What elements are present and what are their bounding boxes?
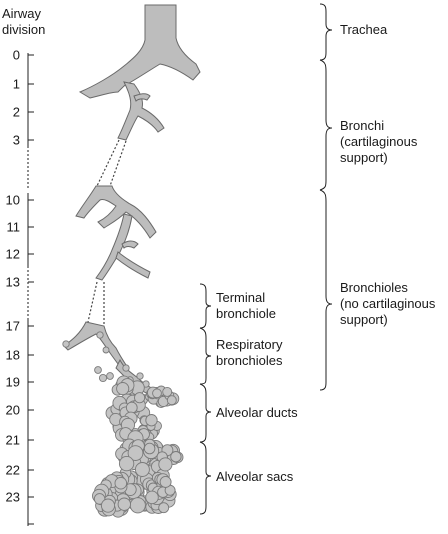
label-bronchioles-2: (no cartilaginous: [340, 296, 436, 311]
alveolar-sac-cluster: [159, 475, 172, 488]
alveolar-sac-cluster: [134, 462, 150, 477]
trachea-shape: [78, 4, 201, 99]
label-respiratory-1: Respiratory: [216, 337, 283, 352]
bronchioles-dash-left: [87, 281, 98, 323]
alveolar-duct-cluster: [166, 395, 177, 406]
axis-tick-label: 13: [6, 275, 20, 290]
alveolar-sac-cluster: [118, 455, 135, 472]
alveolar-sac-cluster: [158, 502, 170, 514]
axis-tick-label: 23: [6, 490, 20, 505]
segment-brackets: [199, 283, 212, 515]
alveolar-sac-cluster: [117, 497, 131, 511]
label-bronchi-2: (cartilaginous: [340, 134, 418, 149]
alveolus-resp-a: [94, 366, 102, 374]
alveolus-resp-f: [136, 372, 144, 380]
bronchi-dash-left: [96, 139, 120, 187]
zone-brackets: [319, 3, 333, 391]
label-respiratory-2: bronchioles: [216, 353, 283, 368]
axis-tick-label: 2: [13, 105, 20, 120]
axis-tick-label: 3: [13, 133, 20, 148]
axis-tick-label: 11: [7, 220, 21, 235]
label-sacs: Alveolar sacs: [216, 469, 294, 484]
axis-tick-label: 1: [13, 77, 20, 92]
alveolus-resp-d: [122, 364, 130, 372]
label-ducts: Alveolar ducts: [216, 405, 298, 420]
axis-tick-label: 18: [6, 348, 20, 363]
sacs-bracket: [199, 441, 212, 515]
bronchi-bracket: [319, 59, 333, 191]
label-bronchioles-1: Bronchioles: [340, 280, 408, 295]
alveolar-sac-cluster: [100, 498, 116, 513]
bronchioles-drawing: [75, 185, 157, 324]
terminal-bracket: [199, 283, 212, 329]
alveolar-sac-cluster: [158, 457, 173, 472]
axis-title-line2: division: [2, 22, 45, 37]
axis-tick-label: 0: [13, 48, 20, 63]
ducts-bracket: [199, 383, 212, 443]
alveolar-duct-cluster: [116, 382, 130, 396]
bronchi-dash-right: [109, 140, 127, 187]
bronchiole-lower-branch: [95, 213, 133, 281]
axis-tick-label: 10: [6, 193, 20, 208]
bronchiole-twig-b: [121, 240, 139, 249]
axis-tick-label: 20: [6, 403, 20, 418]
alveolar-clusters: [92, 375, 184, 518]
terminal-respiratory-drawing: [62, 321, 163, 399]
label-terminal-2: bronchiole: [216, 306, 276, 321]
alveolar-duct-cluster: [134, 392, 146, 404]
label-bronchioles-3: support): [340, 312, 388, 327]
label-trachea: Trachea: [340, 22, 388, 37]
alveolar-duct-cluster: [162, 386, 173, 397]
bronchioles-bracket: [319, 189, 333, 391]
alveolar-sac-cluster: [127, 445, 144, 461]
alveolar-sac-cluster: [114, 476, 128, 490]
bronchiole-upper-branch: [75, 185, 157, 239]
respiratory-bracket: [199, 327, 212, 385]
label-bronchi-3: support): [340, 150, 388, 165]
bronchus-twig-a: [133, 93, 151, 102]
bronchus-branch-left: [117, 81, 165, 141]
alveolar-duct-cluster: [145, 414, 158, 427]
alveolus-resp-c: [106, 372, 114, 380]
label-bronchi-1: Bronchi: [340, 118, 384, 133]
alveolar-duct-cluster: [152, 388, 162, 399]
bronchiole-twig: [115, 251, 151, 279]
alveolar-sac-cluster: [129, 497, 146, 514]
alveolus-terminal-a: [62, 340, 70, 348]
axis-title-line1: Airway: [2, 6, 42, 21]
alveolar-duct-cluster: [125, 401, 138, 414]
alveolar-sac-cluster: [143, 442, 156, 455]
label-terminal-1: Terminal: [216, 290, 265, 305]
alveolar-sac-cluster: [170, 451, 182, 463]
axis-tick-label: 12: [6, 247, 20, 262]
axis-tick-label: 17: [6, 319, 20, 334]
axis-tick-label: 22: [6, 463, 20, 478]
alveolus-resp-b: [98, 373, 108, 383]
alveolar-sac-cluster: [145, 490, 159, 505]
alveolus-terminal-b: [96, 331, 104, 339]
axis-tick-label: 19: [6, 375, 20, 390]
trachea-bracket: [319, 3, 333, 61]
axis-tick-label: 21: [6, 433, 20, 448]
alveolus-terminal-c: [102, 346, 110, 354]
trachea-bronchi-drawing: [78, 4, 201, 187]
